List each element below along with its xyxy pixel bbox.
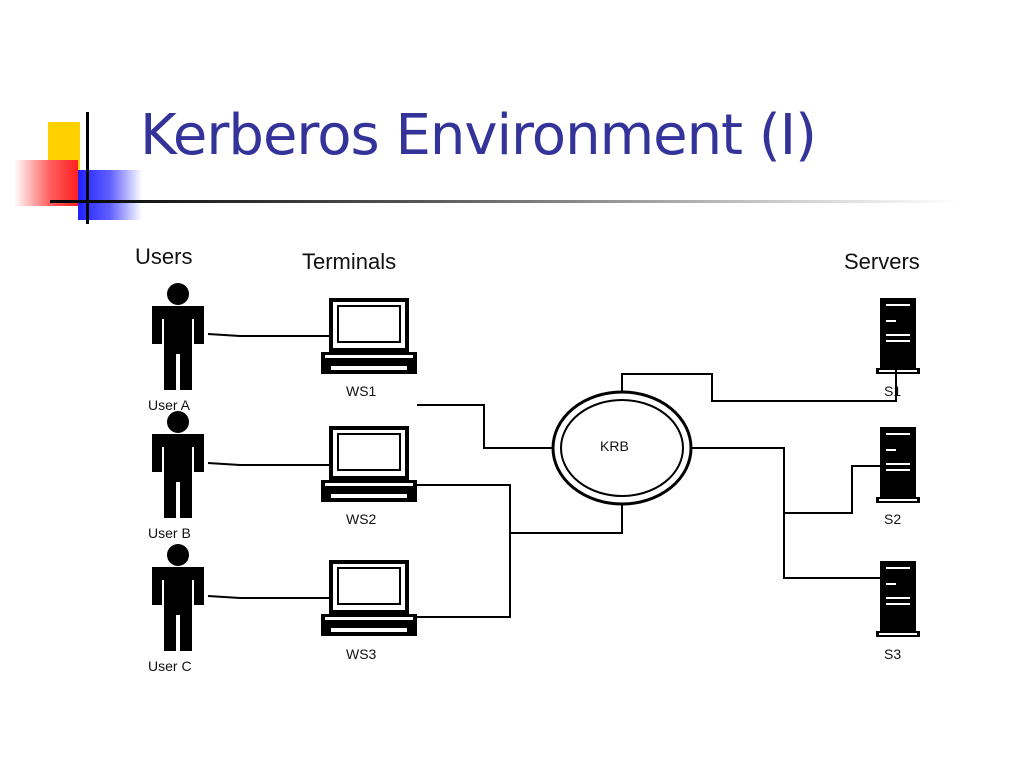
terminal-label: WS1 <box>346 383 377 399</box>
terminals-header: Terminals <box>302 249 397 274</box>
server-icon <box>876 561 920 637</box>
slide-title: Kerberos Environment (I) <box>140 103 817 168</box>
server-icon <box>876 298 920 374</box>
krb-ring-icon <box>551 390 693 506</box>
terminal-label: WS3 <box>346 646 377 662</box>
server-label: S1 <box>884 383 902 399</box>
title-underline <box>50 200 960 203</box>
user-icon <box>150 542 206 653</box>
server-label: S3 <box>884 646 902 662</box>
user-label: User B <box>148 525 191 541</box>
servers-header: Servers <box>844 249 920 274</box>
user-label: User C <box>148 658 192 674</box>
terminal-label: WS2 <box>346 511 377 527</box>
decor-vertical-line <box>86 112 89 224</box>
server-label: S2 <box>884 511 902 527</box>
connection-lines <box>207 333 897 618</box>
terminal-icon <box>319 426 419 504</box>
user-icon <box>150 409 206 520</box>
users-header: Users <box>135 244 193 269</box>
user-icon <box>150 281 206 392</box>
terminal-icon <box>319 298 419 376</box>
krb-label: KRB <box>600 438 629 454</box>
decor-red-square <box>14 160 78 206</box>
user-label: User A <box>148 397 191 413</box>
terminal-icon <box>319 560 419 638</box>
